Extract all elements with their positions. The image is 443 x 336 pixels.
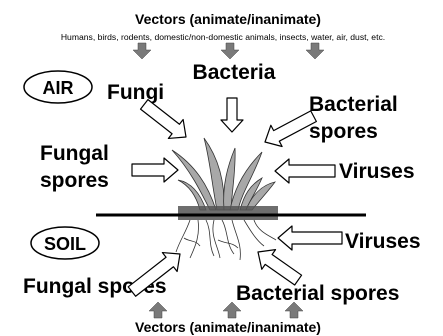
arrow-viruses-air — [275, 159, 335, 183]
label-viruses-air: Viruses — [339, 160, 415, 183]
label-viruses-soil: Viruses — [345, 230, 421, 253]
arrow-fungi — [137, 95, 194, 147]
label-bacterial-spores-air-line1: Bacterial — [309, 93, 398, 116]
plant-illustration — [172, 138, 275, 210]
label-bacterial-spores-soil: Bacterial spores — [236, 282, 399, 305]
arrow-viruses-soil — [278, 226, 342, 250]
bottom-vector-arrow-left — [149, 302, 167, 318]
soil-band — [178, 206, 278, 220]
top-vector-arrows — [133, 43, 324, 59]
air-zone-label: AIR — [43, 78, 74, 98]
top-vector-arrow-right — [306, 43, 324, 59]
top-vectors-subtitle: Humans, birds, rodents, domestic/non-dom… — [61, 32, 385, 42]
bottom-vectors-title: Vectors (animate/inanimate) — [135, 319, 321, 335]
top-vector-arrow-left — [133, 43, 151, 59]
arrow-fungal-spores-air — [132, 158, 178, 182]
arrow-bacteria — [221, 98, 243, 132]
label-fungal-spores-air-line2: spores — [40, 169, 109, 192]
label-bacterial-spores-air-line2: spores — [309, 120, 378, 143]
soil-zone-label: SOIL — [44, 234, 86, 254]
top-vectors-title: Vectors (animate/inanimate) — [135, 11, 321, 27]
label-fungal-spores-air-line1: Fungal — [40, 142, 109, 165]
label-bacteria: Bacteria — [193, 61, 276, 84]
label-fungi: Fungi — [107, 81, 164, 104]
top-vector-arrow-center — [221, 43, 239, 59]
